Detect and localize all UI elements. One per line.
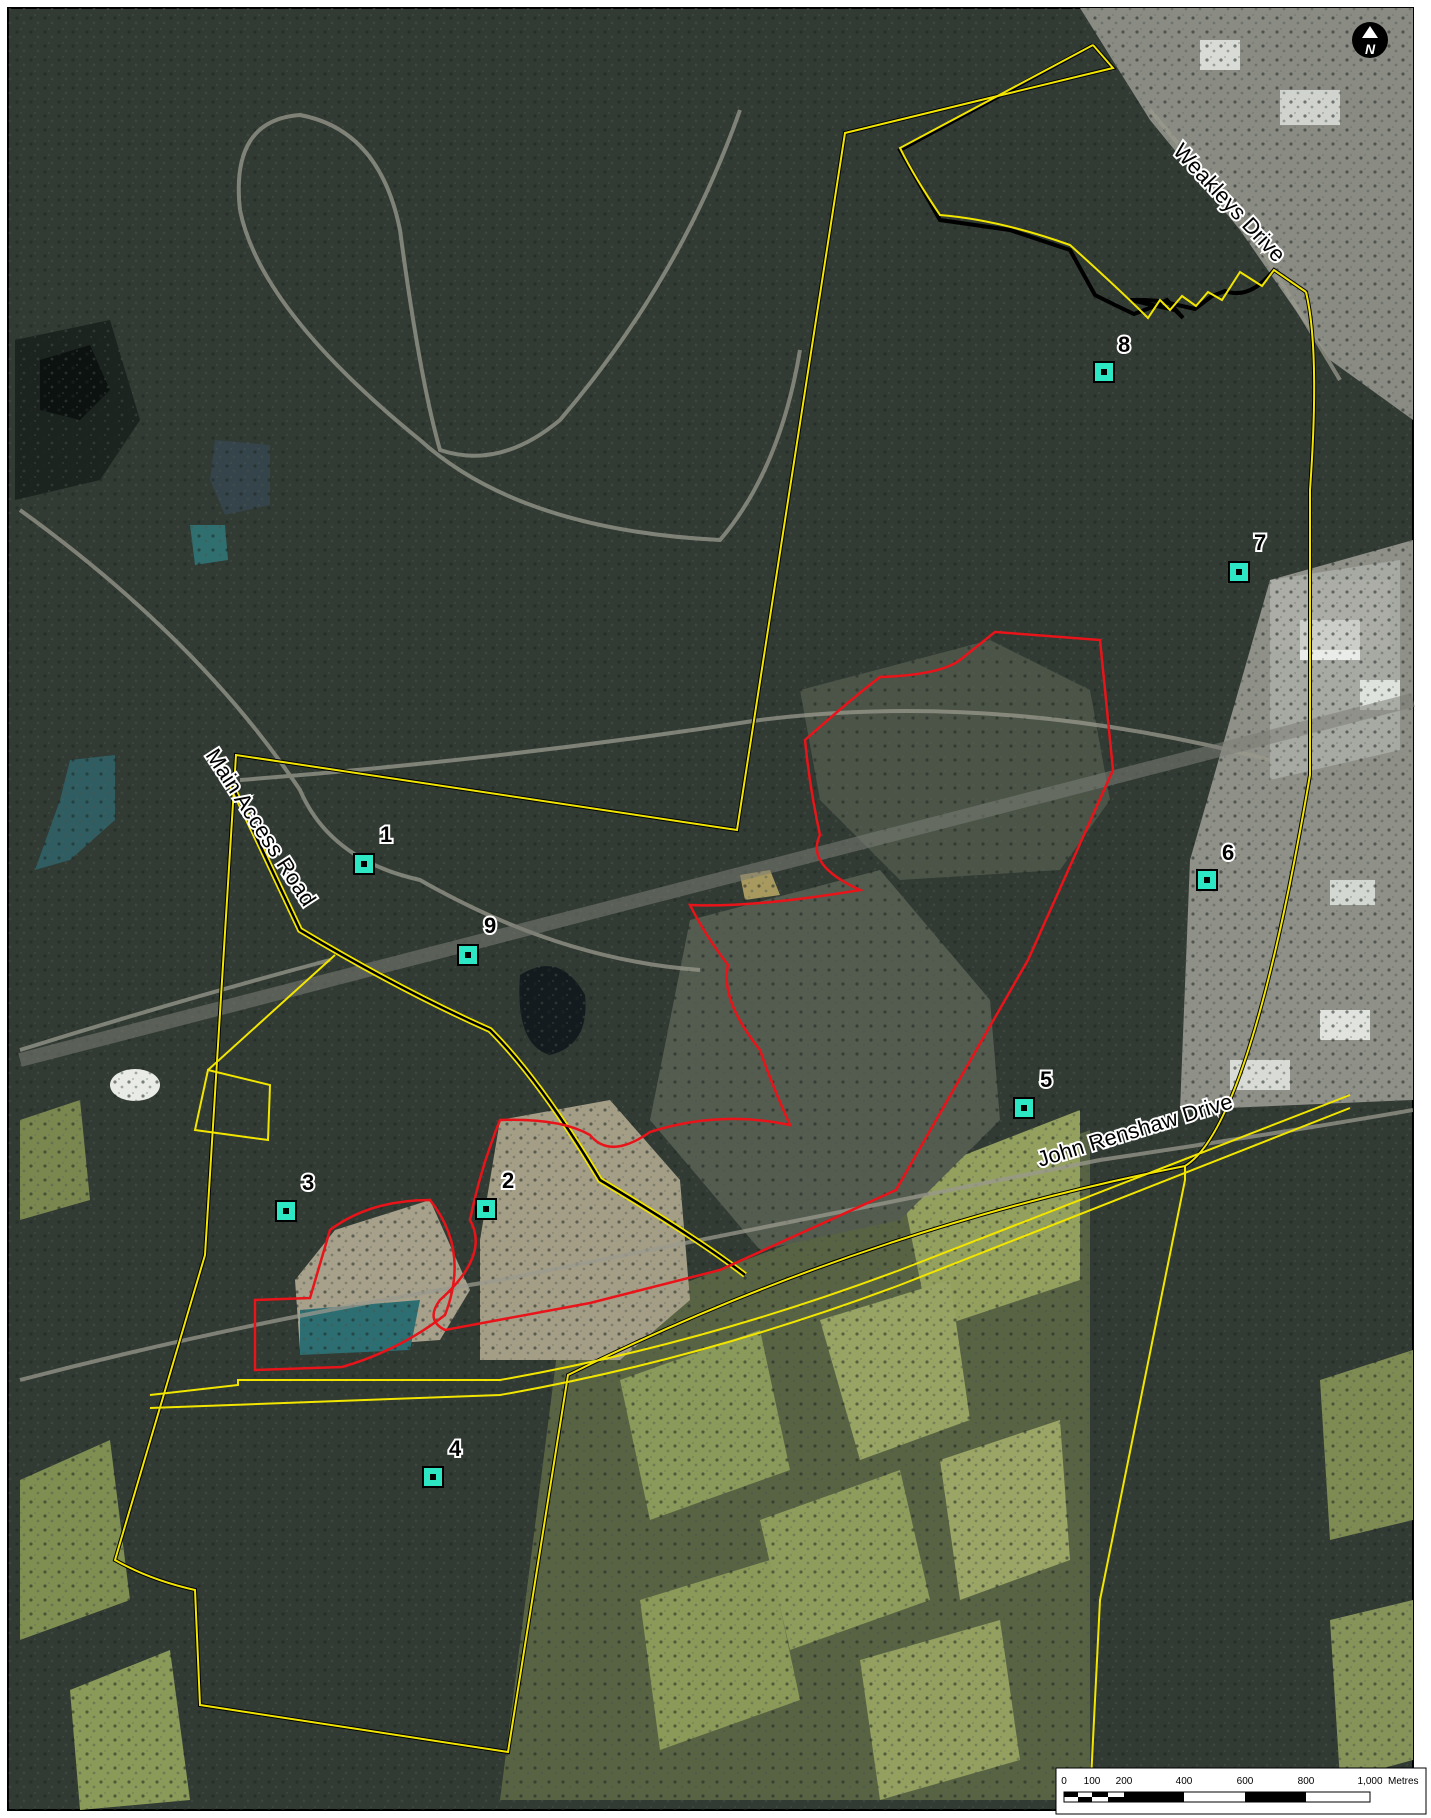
- marker-1[interactable]: 1: [353, 820, 394, 875]
- scale-unit-label: Metres: [1388, 1776, 1419, 1787]
- marker-label: 9: [484, 913, 496, 938]
- scale-tick-label: 400: [1176, 1776, 1193, 1787]
- marker-9[interactable]: 9: [457, 911, 498, 966]
- marker-label: 2: [502, 1168, 514, 1193]
- marker-5[interactable]: 5: [1013, 1065, 1054, 1119]
- marker-label: 4: [449, 1436, 462, 1461]
- marker-label: 6: [1222, 840, 1234, 865]
- north-arrow-letter: N: [1365, 41, 1376, 57]
- scale-tick-label: 100: [1084, 1776, 1101, 1787]
- scale-tick-label: 600: [1237, 1776, 1254, 1787]
- scale-tick-label: 1,000: [1357, 1776, 1382, 1787]
- marker-label: 5: [1040, 1067, 1052, 1092]
- marker-8[interactable]: 8: [1093, 330, 1132, 383]
- vegetation-texture: [8, 8, 1413, 1810]
- disturbance-boundary: [253, 630, 1115, 1372]
- marker-4[interactable]: 4: [422, 1434, 464, 1488]
- power-line-corridor: [18, 693, 1415, 1067]
- marker-label: 3: [302, 1170, 314, 1195]
- monitoring-markers: 1 2 3 4 5 6 7: [275, 330, 1268, 1488]
- marker-label: 7: [1254, 530, 1266, 555]
- marker-3[interactable]: 3: [275, 1168, 316, 1222]
- marker-label: 1: [380, 822, 392, 847]
- marker-2[interactable]: 2: [475, 1166, 516, 1220]
- north-arrow-icon: N: [1352, 22, 1388, 58]
- tracks: [18, 108, 1413, 1382]
- marker-label: 8: [1118, 332, 1130, 357]
- scale-tick-label: 800: [1298, 1776, 1315, 1787]
- marker-6[interactable]: 6: [1196, 838, 1236, 891]
- marker-7[interactable]: 7: [1228, 528, 1268, 583]
- inner-boundary: [149, 954, 1351, 1409]
- scale-bar: 0 100 200 400 600 800 1,000 Metres: [1055, 1767, 1427, 1815]
- scale-tick-label: 200: [1116, 1776, 1133, 1787]
- scale-tick-label: 0: [1061, 1776, 1067, 1787]
